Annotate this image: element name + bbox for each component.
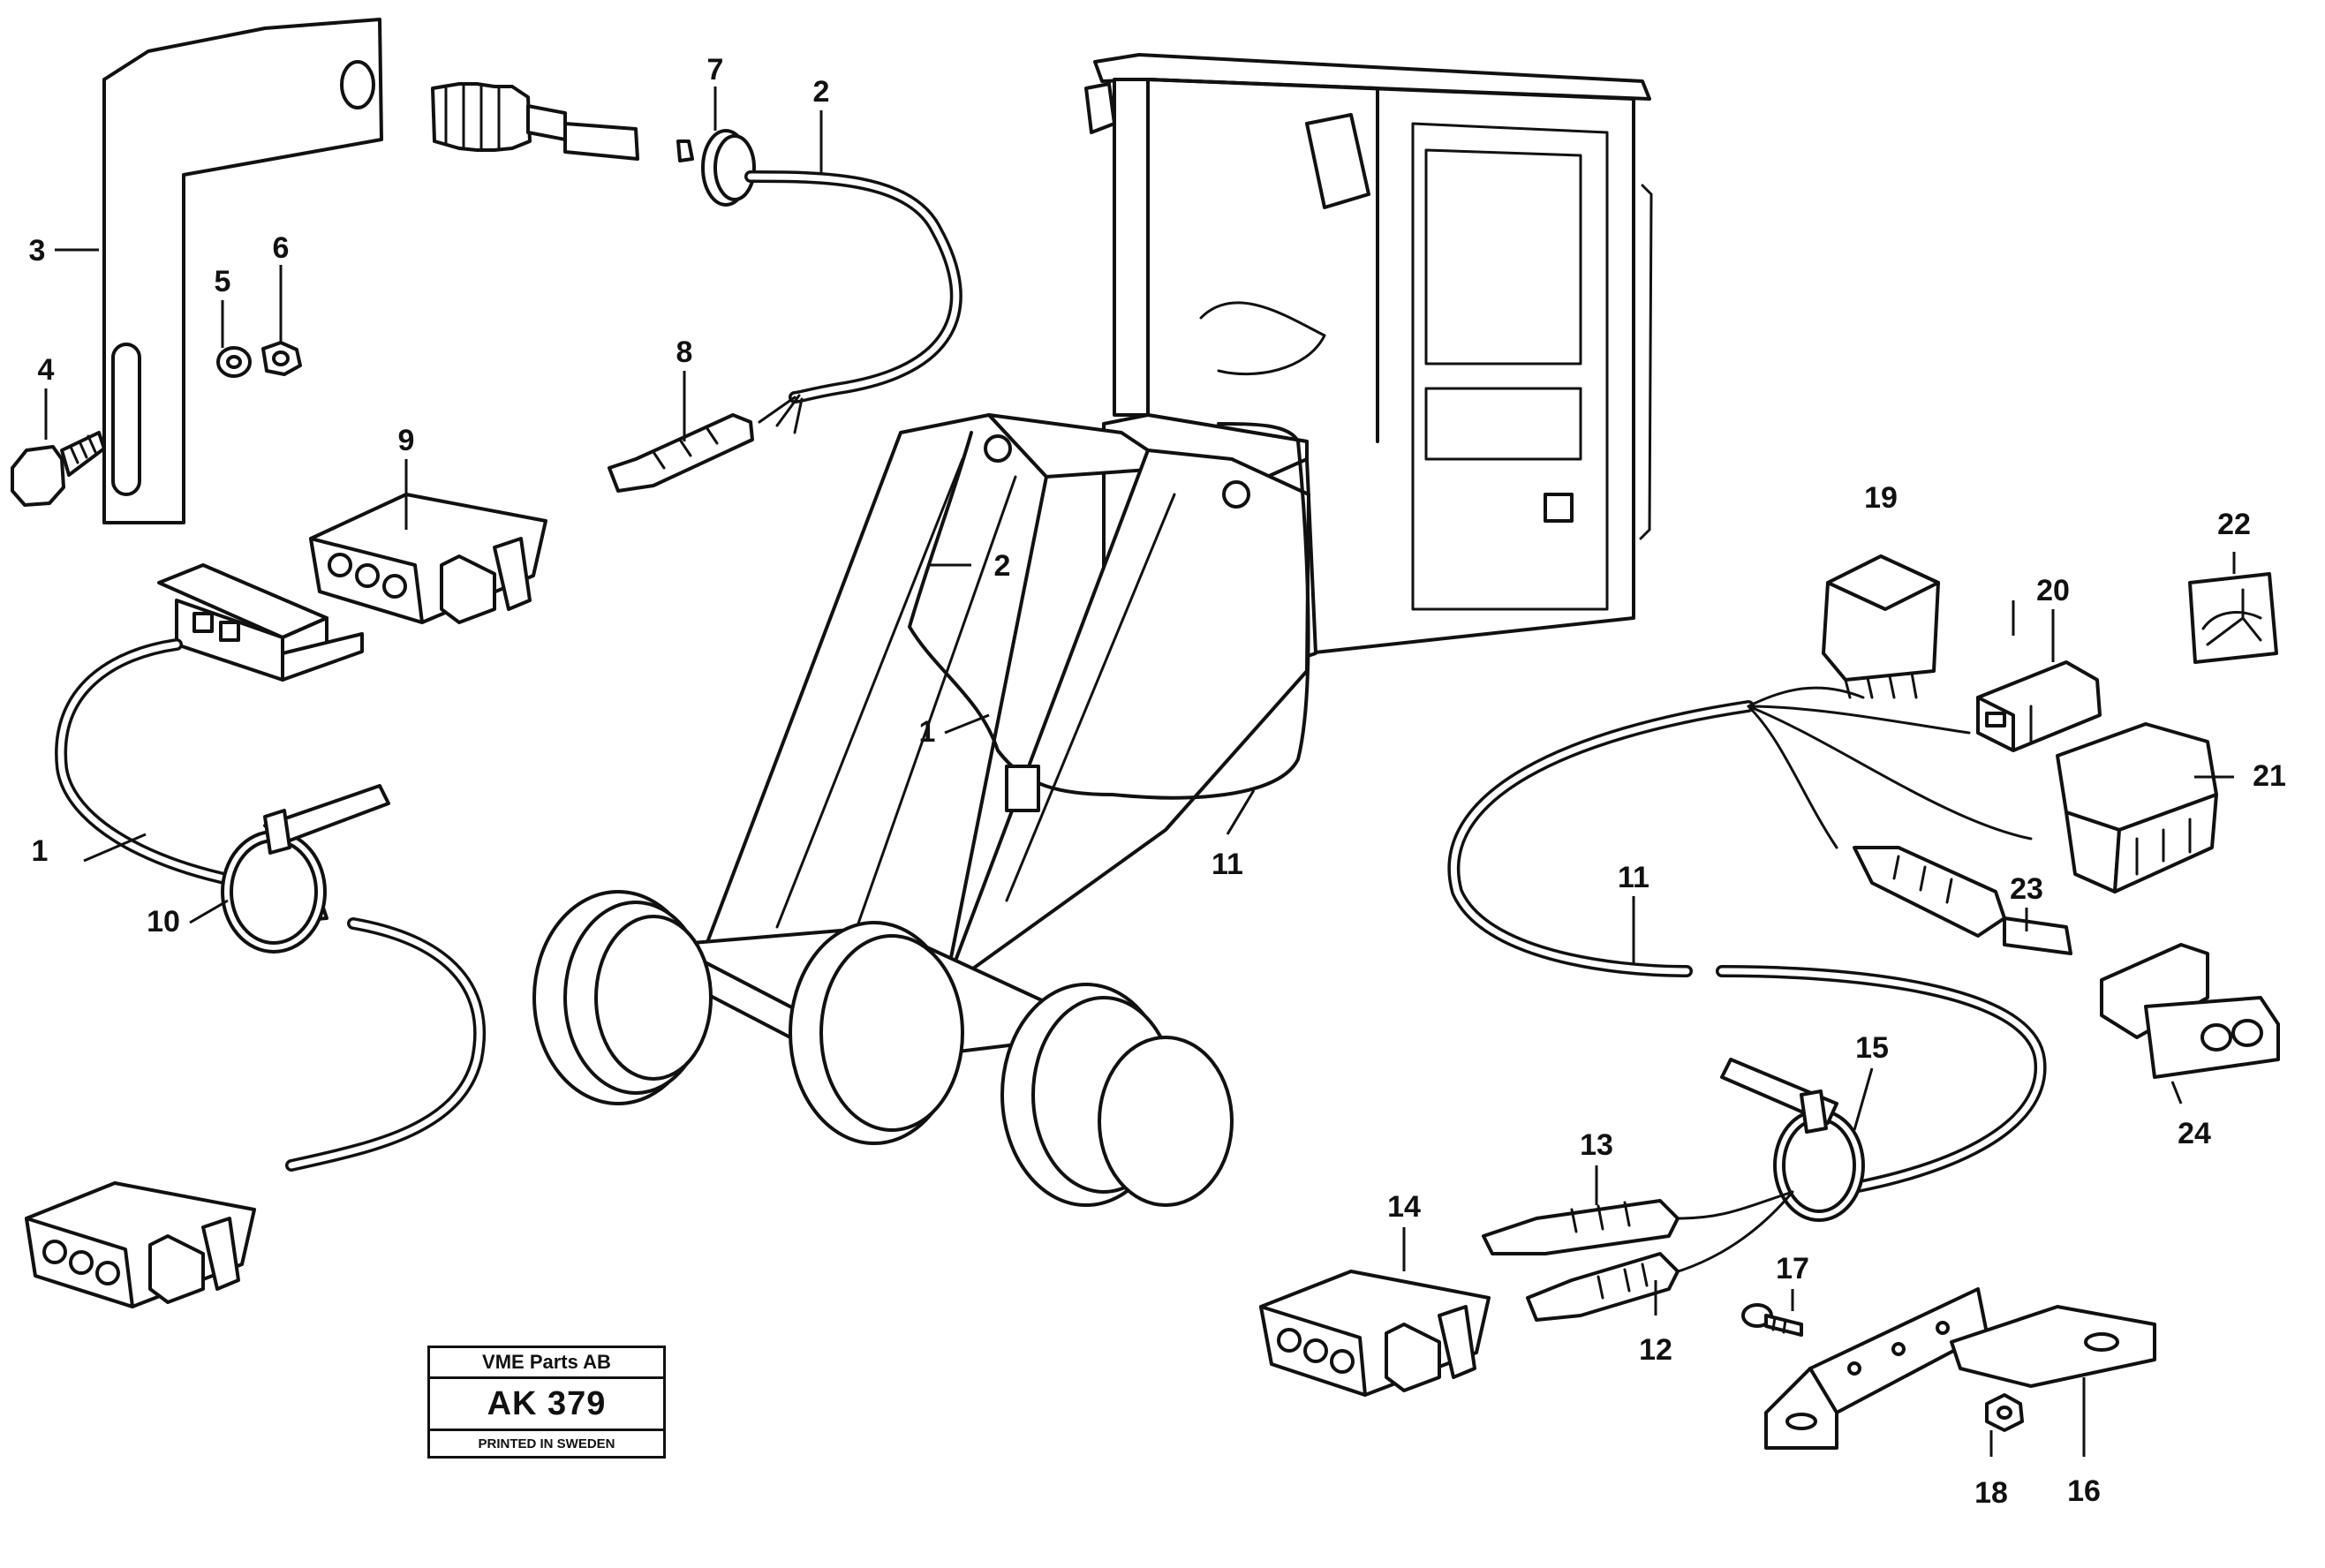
callout-24: 24 [2178, 1117, 2211, 1150]
callout-11: 11 [1212, 848, 1243, 881]
connector-part-1-lower [25, 1181, 256, 1308]
frame-connector [1005, 765, 1040, 812]
stamp-code: AK 379 [430, 1379, 663, 1431]
terminal-part-13 [1482, 1199, 1680, 1255]
callout-14: 14 [1387, 1190, 1421, 1224]
callout-1: 1 [32, 834, 49, 868]
connector-part-1-upper [157, 563, 364, 682]
callout-5: 5 [215, 265, 231, 298]
loader-frame [705, 413, 1310, 1008]
callout-17: 17 [1776, 1252, 1809, 1285]
callout-3: 3 [29, 234, 46, 268]
terminal-part-23 [1853, 846, 2072, 955]
callout-15: 15 [1855, 1031, 1889, 1065]
bolt-part-4 [11, 431, 106, 507]
callout-20: 20 [2036, 574, 2070, 607]
connector-part-14 [1259, 1270, 1491, 1397]
callout-7: 7 [707, 53, 724, 87]
switch-part-21 [2056, 722, 2218, 893]
axle [532, 890, 1234, 1207]
screw-part-17 [1741, 1303, 1803, 1337]
callout-1: 1 [919, 715, 936, 749]
washer-part-5 [216, 346, 252, 378]
stamp-printed: PRINTED IN SWEDEN [478, 1436, 615, 1451]
plug-part-20 [1976, 660, 2102, 752]
callout-21: 21 [2253, 759, 2286, 793]
bracket-part-16 [1764, 1287, 2156, 1450]
cable-part-2-upper [744, 170, 962, 403]
callout-18: 18 [1974, 1476, 2008, 1510]
sensor-part [431, 82, 639, 161]
callout-23: 23 [2010, 872, 2043, 906]
callout-16: 16 [2067, 1474, 2101, 1508]
stamp-company: VME Parts AB [430, 1348, 663, 1379]
grommet-part-7 [676, 129, 756, 207]
bracket-part-3 [102, 18, 383, 524]
connector-part-9 [309, 493, 547, 624]
callout-2: 2 [813, 75, 830, 109]
callout-9: 9 [398, 424, 415, 457]
cable-tie-part-10 [221, 784, 390, 954]
callout-19: 19 [1864, 481, 1898, 515]
callout-11: 11 [1618, 861, 1649, 894]
callout-13: 13 [1580, 1128, 1613, 1162]
callout-8: 8 [676, 335, 693, 369]
callout-2: 2 [994, 549, 1011, 583]
callout-10: 10 [147, 905, 180, 939]
relay-part-19 [1822, 554, 1940, 699]
callout-12: 12 [1639, 1333, 1672, 1367]
cable-tie-part-15 [1720, 1058, 1865, 1222]
callout-22: 22 [2217, 508, 2251, 541]
publisher-stamp: VME Parts AB AK 379 PRINTED IN SWEDEN [427, 1346, 666, 1459]
terminal-part-8 [608, 413, 754, 493]
nut-part-6 [261, 341, 302, 376]
connector-part-24 [2100, 943, 2280, 1079]
terminal-part-12 [1526, 1252, 1680, 1322]
nut-part-18 [1985, 1393, 2024, 1432]
callout-6: 6 [273, 231, 290, 265]
harness-wire [908, 422, 1310, 800]
decal-part-22 [2188, 572, 2278, 664]
callout-4: 4 [38, 353, 55, 387]
leader-lines [44, 87, 2236, 1457]
